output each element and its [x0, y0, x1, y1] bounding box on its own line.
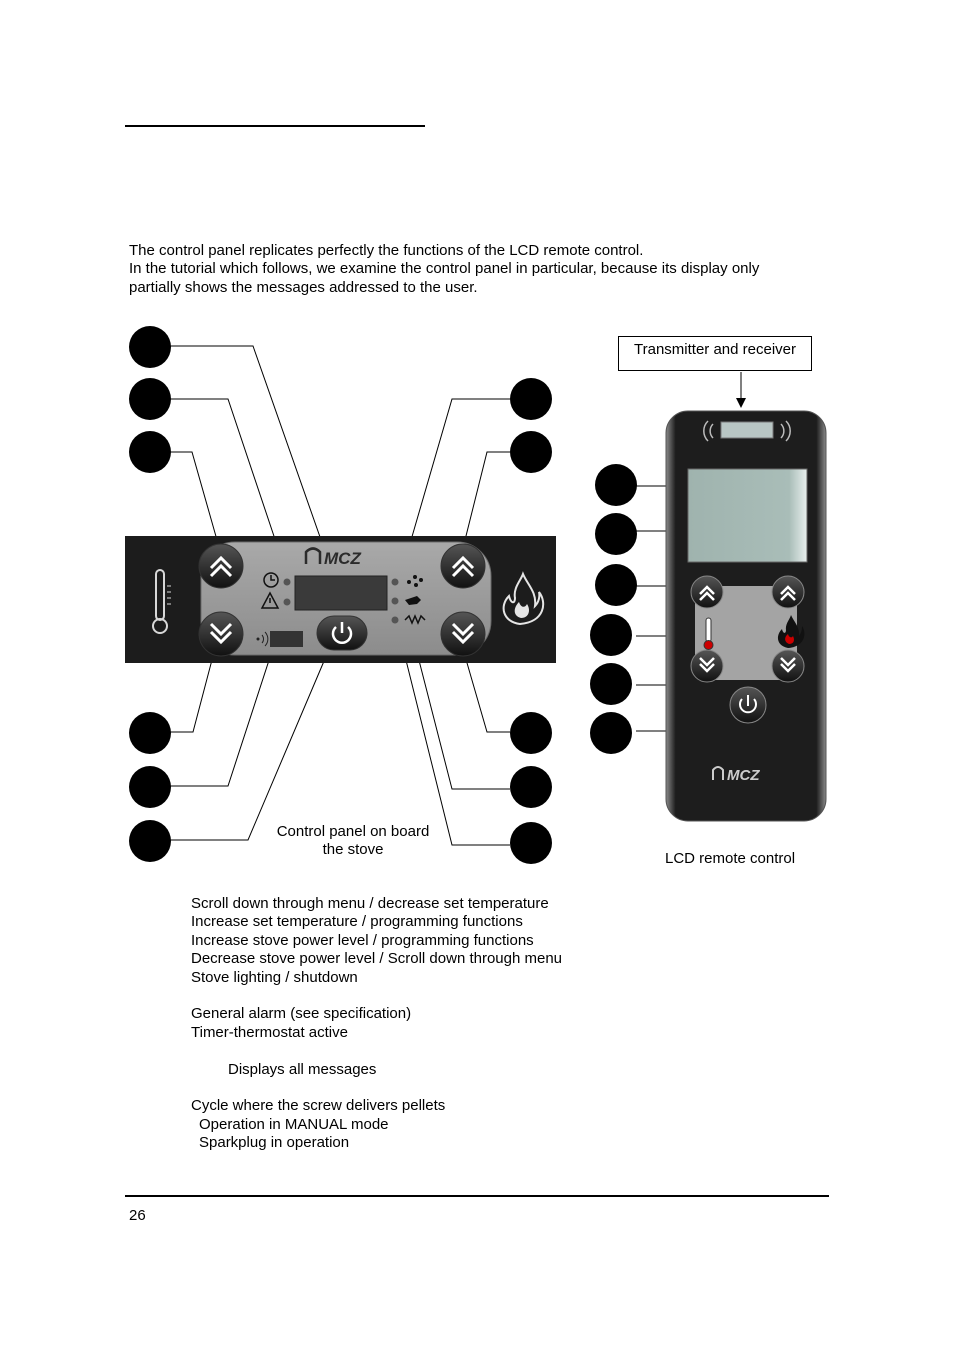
stove-control-panel: MCZ [125, 536, 556, 663]
legend-item: Decrease stove power level / Scroll down… [191, 950, 563, 968]
chevron-up-icon [690, 575, 724, 609]
legend-spacer [191, 1079, 562, 1097]
chevron-down-icon [771, 649, 805, 683]
brand-name: MCZ [324, 549, 361, 568]
callout-marker [129, 378, 171, 420]
legend-item: Displays all messages [228, 1060, 377, 1078]
remote-caption: LCD remote control [665, 850, 795, 868]
callout-marker [595, 464, 637, 506]
callout-marker [129, 712, 171, 754]
control-panel-caption: Control panel on board the stove [253, 823, 453, 860]
page-number: 26 [129, 1207, 146, 1224]
legend-item: Increase set temperature / programming f… [191, 913, 523, 931]
legend-spacer [191, 987, 562, 1005]
legend-item: Timer-thermostat active [191, 1023, 348, 1041]
legend-item: Scroll down through menu / decrease set … [191, 895, 549, 912]
intro-line: partially shows the messages addressed t… [129, 278, 478, 296]
flame-icon [777, 615, 805, 648]
chevron-up-icon [198, 543, 244, 589]
intro-line: The control panel replicates perfectly t… [129, 242, 644, 259]
legend-spacer [191, 1042, 562, 1060]
footer-rule [125, 1195, 829, 1197]
header-rule [125, 125, 425, 127]
clock-icon [263, 572, 279, 588]
legend-item: Operation in MANUAL mode [199, 1115, 389, 1133]
transmitter-label: Transmitter and receiver [618, 336, 812, 371]
power-icon [316, 615, 368, 651]
wifi-icon [703, 420, 791, 442]
caption-line: the stove [322, 841, 384, 859]
warning-icon [260, 591, 280, 609]
callout-marker [510, 712, 552, 754]
chevron-up-icon [440, 543, 486, 589]
transmitter-text: Transmitter and receiver [634, 341, 796, 358]
thermometer-icon [152, 569, 171, 634]
brand-logo: MCZ [712, 766, 760, 784]
brand-logo: MCZ [304, 547, 361, 568]
remote-caption-text: LCD remote control [665, 850, 796, 867]
power-icon [729, 686, 767, 724]
legend-item: Stove lighting / shutdown [191, 968, 358, 986]
legend-item: General alarm (see specification) [191, 1005, 412, 1023]
lcd-remote-control: MCZ [665, 410, 827, 822]
intro-line: In the tutorial which follows, we examin… [129, 260, 760, 278]
brand-name: MCZ [727, 767, 760, 784]
thermometer-icon [703, 617, 714, 650]
chevron-down-icon [690, 649, 724, 683]
chevron-down-icon [198, 611, 244, 657]
spark-icon [404, 614, 426, 625]
callout-marker [510, 766, 552, 808]
callout-marker [129, 766, 171, 808]
callout-marker [595, 564, 637, 606]
callout-marker [510, 431, 552, 473]
chevron-down-icon [440, 611, 486, 657]
callout-marker [510, 822, 552, 864]
callout-marker [129, 326, 171, 368]
legend-list: Scroll down through menu / decrease set … [191, 895, 562, 1152]
legend-item: Sparkplug in operation [199, 1134, 350, 1152]
callout-marker [590, 663, 632, 705]
hand-icon [405, 596, 421, 605]
chevron-up-icon [771, 575, 805, 609]
callout-marker [595, 513, 637, 555]
callout-marker [590, 614, 632, 656]
flame-icon [502, 571, 545, 626]
legend-item: Cycle where the screw delivers pellets [191, 1097, 446, 1115]
callout-marker [510, 378, 552, 420]
pellet-icon [407, 575, 423, 587]
callout-marker [129, 431, 171, 473]
wifi-icon [256, 631, 269, 647]
caption-line: Control panel on board [276, 823, 430, 840]
callout-marker [590, 712, 632, 754]
intro-text: The control panel replicates perfectly t… [129, 242, 759, 297]
legend-item: Increase stove power level / programming… [191, 931, 534, 949]
callout-marker [129, 820, 171, 862]
